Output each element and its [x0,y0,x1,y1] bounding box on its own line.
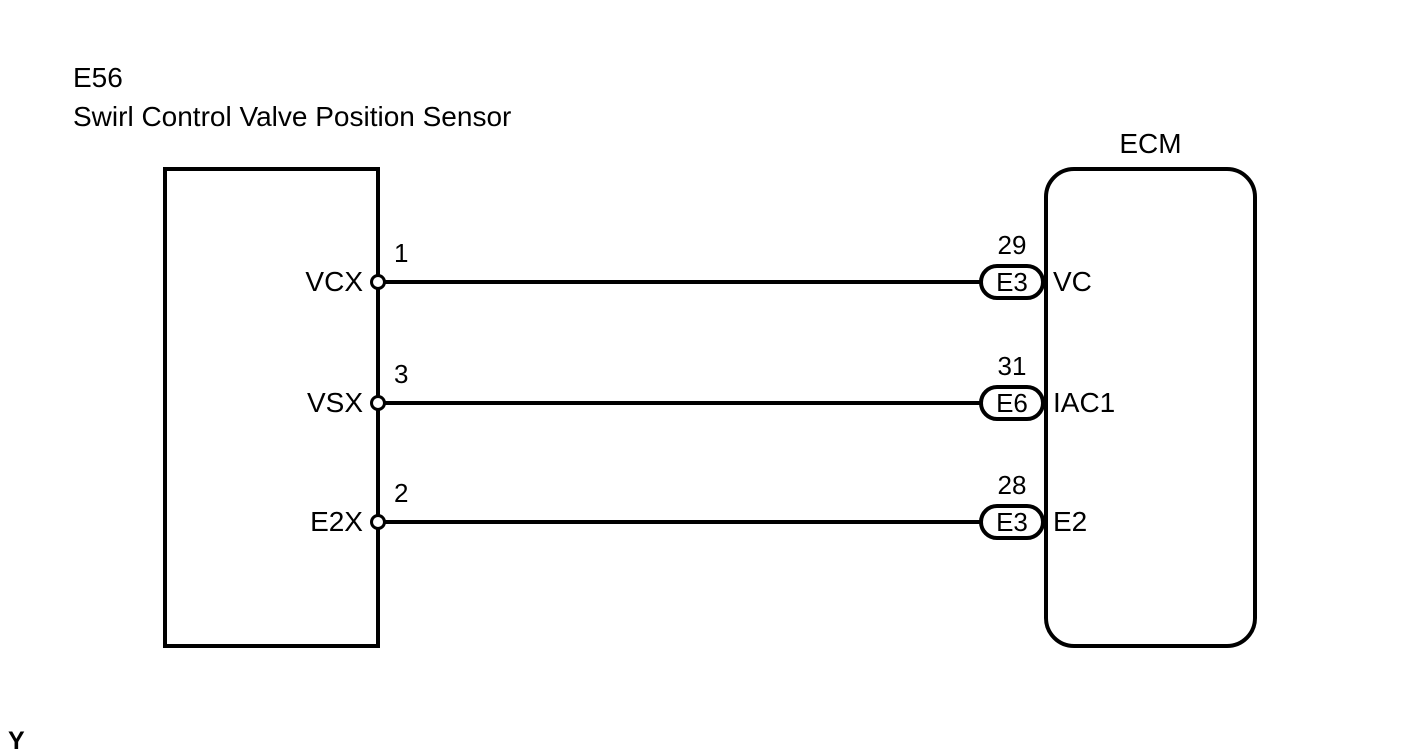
ecm-terminal-label: E2 [1053,506,1088,537]
ecm-connector-oval: E3 [979,504,1045,540]
ecm-connector-oval: E3 [979,264,1045,300]
sensor-terminal-label: VCX [305,266,363,297]
ecm-component-box [1044,167,1257,648]
sensor-pin-terminal-icon [370,514,386,530]
ecm-connector-code: E6 [996,388,1028,418]
page-marker: Y [8,727,25,755]
ecm-pin-number: 31 [997,351,1027,381]
connector-code: E56 [73,62,123,93]
sensor-pin-number: 3 [394,359,409,389]
ecm-connector-code: E3 [996,267,1028,297]
sensor-terminal-label: VSX [306,387,363,418]
sensor-terminal-label: E2X [310,506,363,537]
sensor-component-box [163,167,380,648]
ecm-connector-code: E3 [996,507,1028,537]
ecm-terminal-label: VC [1053,266,1092,297]
wire-line [384,520,982,524]
wire-line [384,280,982,284]
ecm-pin-number: 28 [997,470,1027,500]
sensor-pin-number: 2 [394,478,409,508]
sensor-pin-number: 1 [394,238,409,268]
ecm-connector-oval: E6 [979,385,1045,421]
wire-line [384,401,982,405]
ecm-terminal-label: IAC1 [1053,387,1116,418]
sensor-pin-terminal-icon [370,274,386,290]
diagram-title: E56 Swirl Control Valve Position Sensor [73,58,511,136]
component-name: Swirl Control Valve Position Sensor [73,101,512,132]
ecm-label: ECM [1119,128,1182,159]
ecm-pin-number: 29 [997,230,1027,260]
sensor-pin-terminal-icon [370,395,386,411]
